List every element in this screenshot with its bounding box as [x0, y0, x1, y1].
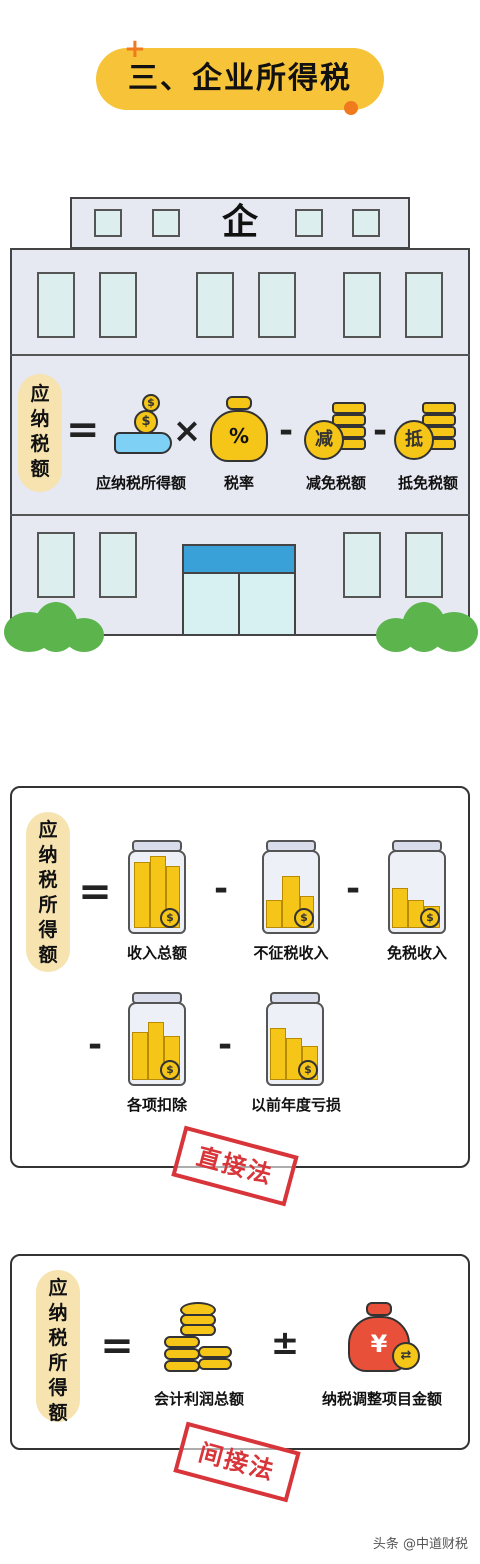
minus-sign: -	[87, 1025, 103, 1065]
window	[152, 209, 180, 237]
item-label: 应纳税所得额	[95, 474, 186, 492]
plus-minus-sign: ±	[270, 1323, 300, 1363]
door-divider	[238, 572, 240, 636]
window	[37, 532, 75, 598]
item-label: 不征税收入	[253, 944, 329, 962]
minus-sign: -	[372, 411, 388, 451]
window	[37, 272, 75, 338]
item-label: 各项扣除	[126, 1096, 187, 1114]
window	[295, 209, 323, 237]
coin-stacks-icon	[162, 1302, 234, 1374]
window	[405, 272, 443, 338]
item-label: 税率	[223, 474, 254, 492]
title-pill	[96, 48, 384, 110]
coin-jar-icon: $	[262, 840, 320, 934]
watermark: 头条 @中道财税	[372, 1537, 468, 1552]
item-label: 免税收入	[386, 944, 447, 962]
building-sign: 企	[221, 202, 258, 243]
formula-label: 应纳税额	[30, 383, 50, 480]
coin-jar-icon: $	[128, 840, 186, 934]
window	[352, 209, 380, 237]
window	[99, 532, 137, 598]
window	[343, 532, 381, 598]
floor-divider	[10, 354, 470, 356]
window	[258, 272, 296, 338]
page-title: 三、企业所得税	[128, 61, 352, 96]
window	[99, 272, 137, 338]
formula-label: 应纳税所得额	[38, 819, 58, 966]
minus-sign: -	[345, 869, 361, 909]
equals-sign: =	[78, 869, 112, 915]
coin-stack-reduce-icon: 减	[302, 398, 368, 464]
bush-icon	[64, 618, 104, 652]
coin-stack-offset-icon: 抵	[392, 398, 458, 464]
hand-coins-icon: $ $	[108, 392, 178, 464]
equals-sign: =	[66, 407, 100, 453]
item-label: 纳税调整项目金额	[321, 1390, 442, 1408]
item-label: 抵免税额	[397, 474, 458, 492]
coin-jar-icon: $	[388, 840, 446, 934]
yen-bag-icon: ¥ ⇄	[346, 1302, 422, 1374]
coin-jar-icon: $	[266, 992, 324, 1086]
item-label: 减免税额	[305, 474, 366, 492]
window	[405, 532, 443, 598]
door-awning	[182, 544, 296, 574]
minus-sign: -	[278, 411, 294, 451]
dot-decoration-icon	[344, 101, 358, 115]
window	[196, 272, 234, 338]
money-bag-percent-icon: %	[208, 396, 270, 464]
window	[343, 272, 381, 338]
coin-jar-icon: $	[128, 992, 186, 1086]
equals-sign: =	[100, 1323, 134, 1369]
minus-sign: -	[217, 1025, 233, 1065]
item-label: 收入总额	[126, 944, 187, 962]
floor-divider	[10, 514, 470, 516]
window	[94, 209, 122, 237]
bush-icon	[430, 612, 478, 652]
plus-decoration-icon: +	[124, 34, 146, 64]
formula-label-pill	[36, 1270, 80, 1422]
minus-sign: -	[213, 869, 229, 909]
formula-label-pill	[26, 812, 70, 972]
item-label: 会计利润总额	[153, 1390, 244, 1408]
formula-label: 应纳税所得额	[48, 1277, 68, 1424]
times-sign: ×	[172, 411, 202, 451]
formula-label-pill	[18, 374, 62, 492]
item-label: 以前年度亏损	[250, 1096, 341, 1114]
